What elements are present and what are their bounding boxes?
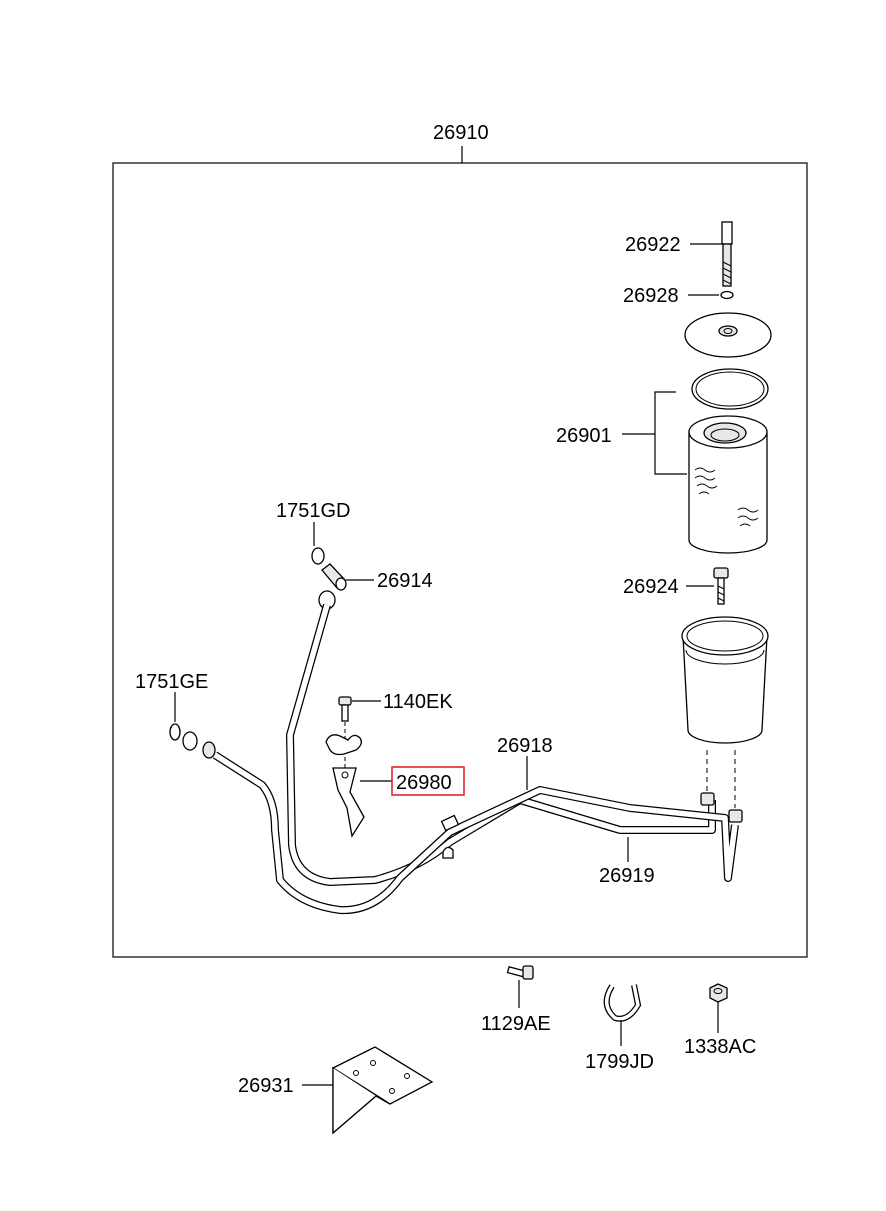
label-26918[interactable]: 26918 — [497, 735, 553, 757]
clamp-1799jd-part — [603, 984, 642, 1022]
label-26910[interactable]: 26910 — [433, 122, 489, 144]
label-26914[interactable]: 26914 — [377, 570, 433, 592]
label-1140EK[interactable]: 1140EK — [383, 691, 453, 713]
label-26919[interactable]: 26919 — [599, 865, 655, 887]
o-ring-1751gd-part — [311, 547, 325, 565]
filter-cover-part — [684, 312, 772, 358]
label-1338AC[interactable]: 1338AC — [684, 1036, 756, 1058]
bolt-1129ae-part — [506, 965, 534, 980]
label-26901[interactable]: 26901 — [556, 425, 612, 447]
label-1751GD[interactable]: 1751GD — [276, 500, 351, 522]
clamp-bracket-26980-part — [325, 734, 365, 838]
bolt-26924-part — [713, 567, 729, 605]
label-26980[interactable]: 26980 — [396, 772, 452, 794]
banjo-fitting-26914-part — [318, 563, 347, 610]
o-ring-1751ge-part — [169, 723, 216, 759]
label-26928[interactable]: 26928 — [623, 285, 679, 307]
gasket-part — [691, 368, 769, 410]
bolt-1140ek-part — [338, 696, 352, 722]
label-1751GE[interactable]: 1751GE — [135, 671, 208, 693]
fuel-pipes-part — [212, 603, 743, 915]
bracket-26931-part — [331, 1046, 434, 1135]
label-1129AE[interactable]: 1129AE — [481, 1013, 551, 1035]
highlight-box-26980 — [391, 766, 465, 796]
filter-element-part — [688, 415, 768, 554]
filter-housing-part — [681, 616, 769, 808]
t-handle-bolt-part — [695, 206, 764, 287]
nut-1338ac-part — [709, 983, 728, 1003]
assembly-frame — [112, 162, 808, 958]
label-1799JD[interactable]: 1799JD — [585, 1051, 654, 1073]
label-26924[interactable]: 26924 — [623, 576, 679, 598]
label-26922[interactable]: 26922 — [625, 234, 681, 256]
small-o-ring-part — [720, 290, 734, 300]
label-26931[interactable]: 26931 — [238, 1075, 294, 1097]
